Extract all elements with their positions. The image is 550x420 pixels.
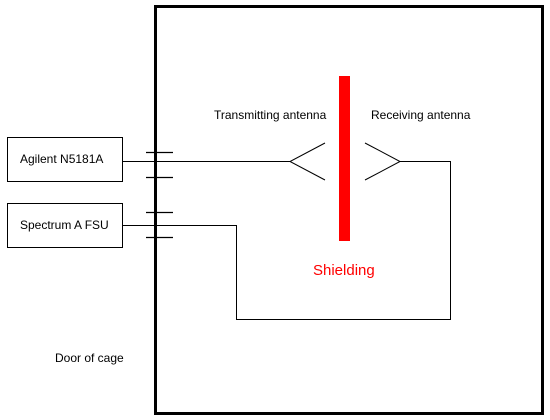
receive-cable [122,161,451,320]
transmitting-antenna-icon [288,142,326,181]
signal-generator-label: Agilent N5181A [20,152,103,166]
spectrum-analyzer-box [7,203,123,248]
receiving-antenna-label: Receiving antenna [371,108,471,122]
signal-generator-box [7,137,123,182]
receiving-antenna-icon [364,142,402,181]
shielding-label: Shielding [313,262,375,279]
cage-door-label: Door of cage [55,351,124,365]
shielding-plate [339,76,350,241]
spectrum-analyzer-label: Spectrum A FSU [20,218,109,232]
transmitting-antenna-label: Transmitting antenna [214,108,327,122]
cage-wall [154,5,544,415]
